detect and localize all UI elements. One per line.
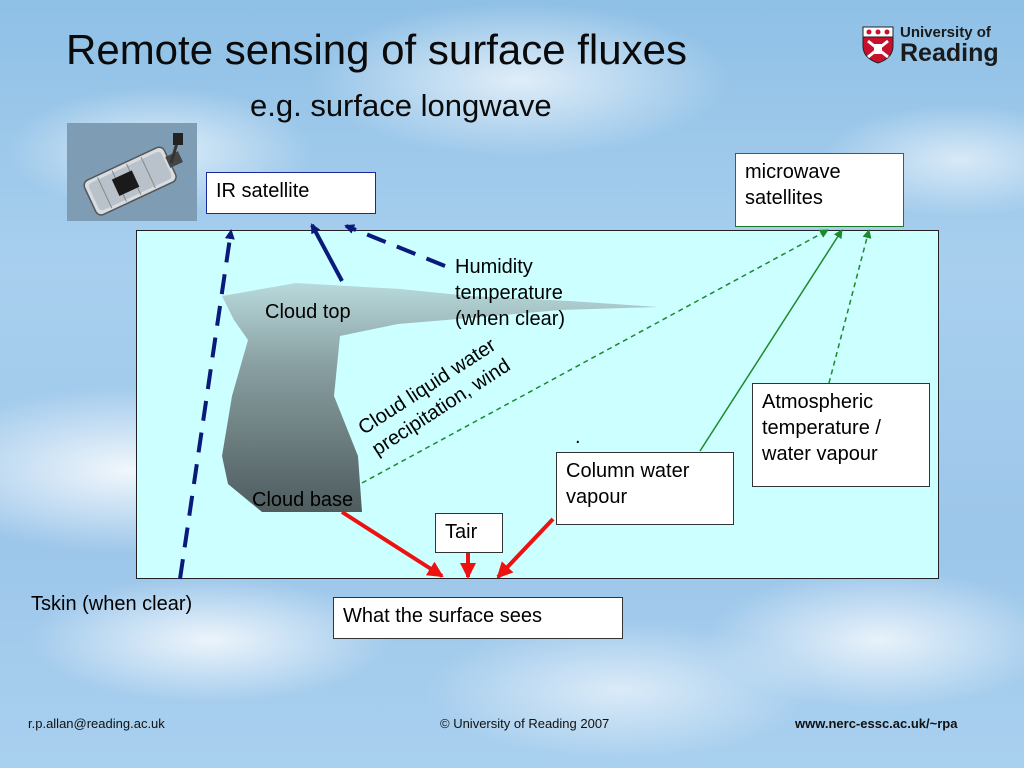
cloud-base-label: Cloud base bbox=[252, 489, 354, 511]
cloud-shape bbox=[222, 283, 658, 512]
slide-subtitle: e.g. surface longwave bbox=[250, 88, 552, 123]
cloud-top-arrow bbox=[310, 223, 344, 282]
atmospheric-line1: Atmospheric bbox=[762, 391, 874, 413]
atmospheric-box: Atmospheric temperature / water vapour bbox=[752, 383, 930, 487]
footer-email: r.p.allan@reading.ac.uk bbox=[28, 716, 165, 731]
cloud-liquid-arrow bbox=[361, 229, 829, 484]
column-water-surface-arrow bbox=[496, 517, 555, 579]
tskin-arrow bbox=[178, 229, 235, 580]
column-water-box: Column water vapour bbox=[556, 452, 734, 525]
humidity-label: Humidity temperature (when clear) bbox=[455, 254, 565, 332]
humidity-line1: Humidity bbox=[455, 256, 533, 278]
tair-box: Tair bbox=[435, 513, 503, 553]
column-water-line2: vapour bbox=[566, 486, 628, 508]
column-water-line1: Column water bbox=[566, 460, 690, 482]
cloud-top-label: Cloud top bbox=[265, 301, 351, 323]
dot-mark: . bbox=[575, 426, 581, 448]
satellite-image-icon bbox=[67, 123, 197, 221]
atmospheric-line2: temperature / bbox=[762, 417, 881, 439]
ir-satellite-label: IR satellite bbox=[216, 180, 310, 202]
microwave-line1: microwave bbox=[745, 161, 841, 183]
footer-url: www.nerc-essc.ac.uk/~rpa bbox=[795, 716, 958, 731]
surface-sees-box: What the surface sees bbox=[333, 597, 623, 639]
tskin-label: Tskin (when clear) bbox=[31, 593, 193, 615]
surface-sees-label: What the surface sees bbox=[343, 605, 542, 627]
humidity-arrow bbox=[344, 224, 446, 268]
column-water-arrow bbox=[699, 229, 843, 452]
footer-copyright: © University of Reading 2007 bbox=[440, 716, 610, 731]
logo-text-reading: Reading bbox=[900, 39, 999, 67]
microwave-satellites-box: microwave satellites bbox=[735, 153, 904, 227]
humidity-line3: (when clear) bbox=[455, 308, 566, 330]
ir-satellite-box: IR satellite bbox=[206, 172, 376, 214]
tair-label: Tair bbox=[445, 521, 478, 543]
satellite-image bbox=[67, 123, 197, 221]
university-logo: University of Reading bbox=[862, 22, 1002, 72]
logo-text-university: University of bbox=[900, 24, 991, 41]
cloud-base-arrow bbox=[340, 510, 444, 578]
atmospheric-arrow bbox=[828, 229, 872, 384]
university-crest-icon bbox=[862, 26, 894, 64]
humidity-line2: temperature bbox=[455, 282, 563, 304]
slide-title: Remote sensing of surface fluxes bbox=[66, 26, 687, 73]
atmospheric-line3: water vapour bbox=[762, 443, 878, 465]
microwave-line2: satellites bbox=[745, 187, 823, 209]
